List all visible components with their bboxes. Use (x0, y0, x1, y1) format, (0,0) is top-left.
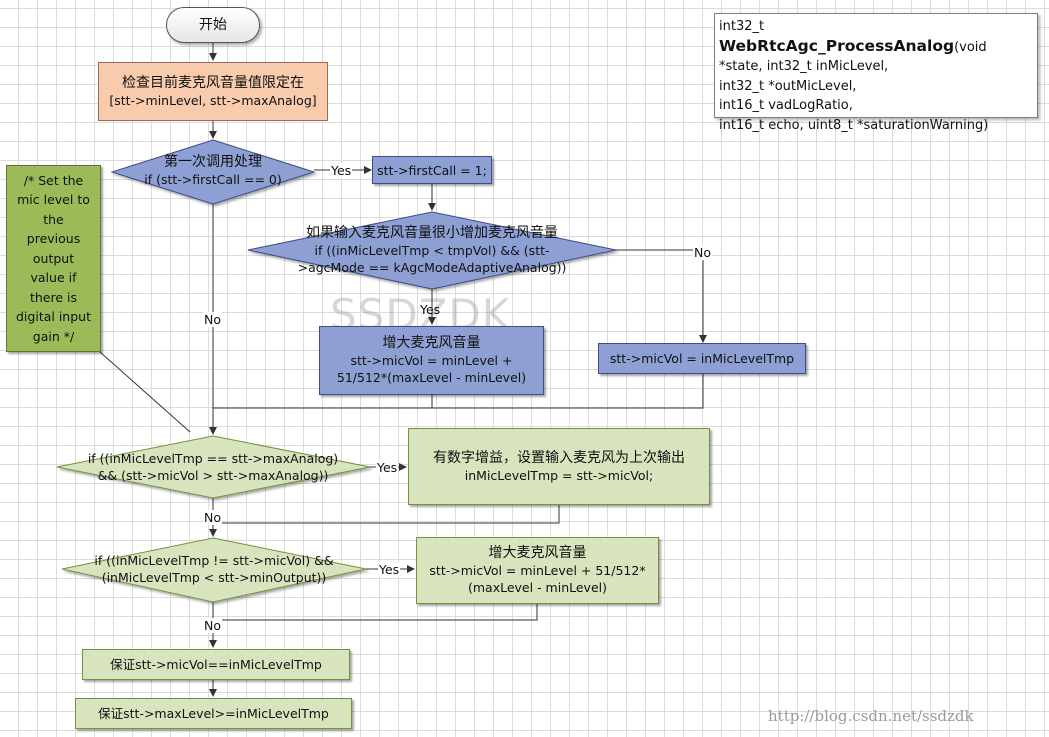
min-output-cond2: (inMicLevelTmp < stt->minOutput)) (101, 570, 327, 585)
signature-line-2: *state, int32_t inMicLevel, (719, 59, 889, 74)
max-analog-cond1: if ((inMicLevelTmp == stt->maxAnalog) (87, 451, 339, 466)
increase-mic-title-2: 增大麦克风音量 (488, 545, 587, 561)
signature-line-1: int32_t WebRtcAgc_ProcessAnalog(void (719, 17, 1033, 57)
start-label: 开始 (199, 16, 227, 33)
first-call-title: 第一次调用处理 (164, 154, 262, 170)
max-analog-cond2: && (stt->micVol > stt->maxAnalog)) (97, 468, 329, 483)
comment-line-5: output (32, 250, 75, 266)
comment-line-6: value if (30, 270, 77, 286)
increase-mic-box-2: 增大麦克风音量 stt->micVol = minLevel + 51/512*… (416, 537, 659, 604)
comment-line-8: digital input (16, 309, 91, 325)
start-terminator: 开始 (166, 7, 260, 43)
ensure-maxlevel-box: 保证stt->maxLevel>=inMicLevelTmp (75, 698, 352, 729)
small-vol-no-label: No (693, 245, 712, 260)
comment-line-9: gain */ (32, 328, 75, 344)
set-first-call-code: stt->firstCall = 1; (377, 162, 487, 178)
increase-mic-title-1: 增大麦克风音量 (382, 335, 481, 351)
small-vol-yes-label: Yes (420, 302, 441, 317)
comment-box: /* Set the mic level to the previous out… (6, 165, 101, 352)
function-signature-box: int32_t WebRtcAgc_ProcessAnalog(void *st… (714, 13, 1038, 133)
ensure-micvol-box: 保证stt->micVol==inMicLevelTmp (82, 649, 350, 680)
max-analog-text: if ((inMicLevelTmp == stt->maxAnalog) &&… (70, 448, 356, 486)
increase-mic-line1-2: stt->micVol = minLevel + 51/512* (429, 563, 646, 578)
first-call-text: 第一次调用处理 if (stt->firstCall == 0) (120, 150, 306, 192)
comment-line-7: there is (29, 289, 78, 305)
ensure-maxlevel-text: 保证stt->maxLevel>=inMicLevelTmp (98, 706, 329, 721)
set-first-call-box: stt->firstCall = 1; (372, 156, 492, 184)
digital-gain-code: inMicLevelTmp = stt->micVol; (464, 467, 654, 483)
max-analog-no-label: No (203, 510, 222, 525)
signature-prefix: int32_t (719, 19, 765, 34)
comment-line-2: mic level to (17, 192, 90, 208)
signature-line-3: int32_t *outMicLevel, (719, 78, 857, 94)
signature-line-5: int16_t echo, uint8_t *saturationWarning… (719, 117, 989, 133)
comment-line-3: the (43, 211, 64, 227)
check-range-title: 检查目前麦克风音量值限定在 (122, 74, 304, 91)
check-range-box: 检查目前麦克风音量值限定在 [stt->minLevel, stt->maxAn… (98, 62, 328, 121)
increase-mic-line2-2: (maxLevel - minLevel) (467, 580, 607, 595)
increase-mic-line2-1: 51/512*(maxLevel - minLevel) (336, 370, 527, 385)
set-micvol-code: stt->micVol = inMicLevelTmp (609, 351, 795, 366)
signature-p1: (void (954, 39, 987, 55)
small-vol-text: 如果输入麦克风音量很小增加麦克风音量 if ((inMicLevelTmp < … (270, 220, 594, 280)
small-vol-cond2: >agcMode == kAgcModeAdaptiveAnalog)) (297, 259, 567, 275)
max-analog-yes-label: Yes (376, 460, 399, 475)
increase-mic-box-1: 增大麦克风音量 stt->micVol = minLevel + 51/512*… (319, 326, 544, 395)
small-vol-title: 如果输入麦克风音量很小增加麦克风音量 (306, 224, 558, 241)
check-range-code: [stt->minLevel, stt->maxAnalog] (109, 92, 317, 108)
first-call-no-label: No (203, 312, 222, 327)
signature-func-name: WebRtcAgc_ProcessAnalog (719, 36, 955, 55)
signature-line-4: int16_t vadLogRatio, (719, 98, 853, 113)
set-micvol-box: stt->micVol = inMicLevelTmp (598, 343, 806, 374)
digital-gain-title: 有数字增益，设置输入麦克风为上次输出 (433, 449, 685, 466)
min-output-yes-label: Yes (378, 562, 401, 577)
digital-gain-box: 有数字增益，设置输入麦克风为上次输出 inMicLevelTmp = stt->… (408, 428, 710, 505)
min-output-cond1: if ((inMicLevelTmp != stt->micVol) && (94, 553, 334, 568)
comment-line-1: /* Set the (23, 172, 84, 188)
min-output-text: if ((inMicLevelTmp != stt->micVol) && (i… (74, 550, 354, 588)
blog-url-watermark: http://blog.csdn.net/ssdzdk (768, 707, 974, 725)
first-call-yes-label: Yes (330, 163, 353, 178)
ensure-micvol-text: 保证stt->micVol==inMicLevelTmp (110, 657, 322, 672)
small-vol-cond1: if ((inMicLevelTmp < tmpVol) && (stt- (314, 242, 550, 258)
first-call-cond: if (stt->firstCall == 0) (144, 172, 282, 187)
increase-mic-line1-1: stt->micVol = minLevel + (350, 353, 513, 368)
min-output-no-label: No (203, 618, 222, 633)
comment-line-4: previous (26, 231, 81, 247)
